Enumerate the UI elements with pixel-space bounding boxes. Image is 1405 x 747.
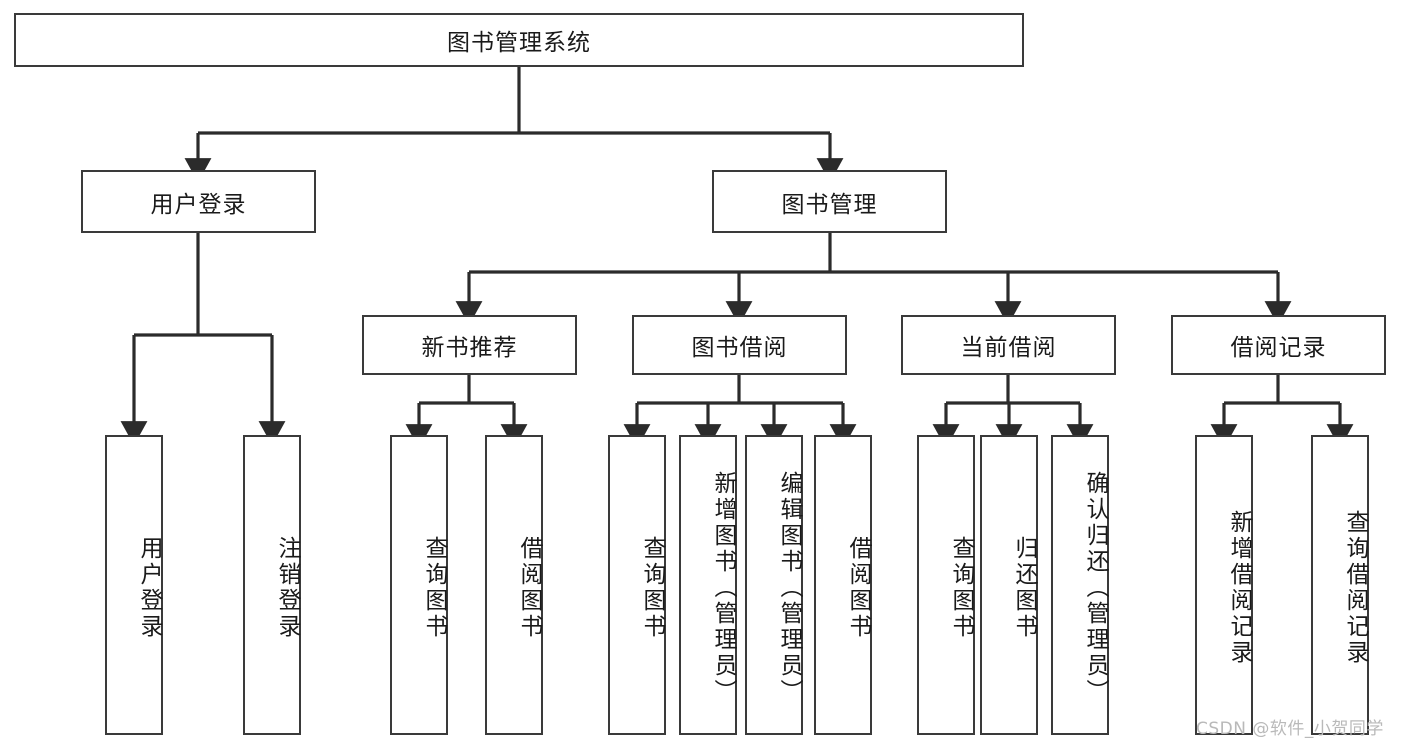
node-leaf-add-record[interactable]: 新增借阅记录 <box>1195 435 1253 735</box>
node-leaf-user-login-label: 用户登录 <box>136 536 162 640</box>
node-leaf-query-book-3-label: 查询图书 <box>948 536 974 640</box>
node-root[interactable]: 图书管理系统 <box>14 13 1024 67</box>
node-new-book-rec[interactable]: 新书推荐 <box>362 315 577 375</box>
node-book-borrow-label: 图书借阅 <box>691 335 788 361</box>
node-borrow-record[interactable]: 借阅记录 <box>1171 315 1386 375</box>
node-leaf-confirm-return-label: 确认归还（管理员） <box>1082 471 1108 705</box>
node-current-borrow[interactable]: 当前借阅 <box>901 315 1116 375</box>
node-leaf-logout-label: 注销登录 <box>274 536 300 640</box>
node-new-book-rec-label: 新书推荐 <box>421 335 518 361</box>
csdn-watermark: CSDN @软件_小贺同学 <box>1196 719 1384 739</box>
node-leaf-return-book-label: 归还图书 <box>1011 536 1037 640</box>
node-leaf-query-book-1[interactable]: 查询图书 <box>390 435 448 735</box>
node-leaf-user-login[interactable]: 用户登录 <box>105 435 163 735</box>
node-user-login[interactable]: 用户登录 <box>81 170 316 233</box>
node-root-label: 图书管理系统 <box>447 30 591 56</box>
node-leaf-query-record-label: 查询借阅记录 <box>1342 510 1368 666</box>
node-leaf-borrow-book-1-label: 借阅图书 <box>516 536 542 640</box>
node-book-manage-label: 图书管理 <box>781 191 878 218</box>
node-leaf-borrow-book-2[interactable]: 借阅图书 <box>814 435 872 735</box>
node-leaf-edit-book[interactable]: 编辑图书（管理员） <box>745 435 803 735</box>
node-leaf-query-book-2-label: 查询图书 <box>639 536 665 640</box>
node-leaf-borrow-book-2-label: 借阅图书 <box>845 536 871 640</box>
node-leaf-query-book-3[interactable]: 查询图书 <box>917 435 975 735</box>
node-leaf-add-book[interactable]: 新增图书（管理员） <box>679 435 737 735</box>
node-leaf-query-book-1-label: 查询图书 <box>421 536 447 640</box>
node-borrow-record-label: 借阅记录 <box>1230 335 1327 361</box>
node-leaf-add-book-label: 新增图书（管理员） <box>710 471 736 705</box>
node-leaf-query-book-2[interactable]: 查询图书 <box>608 435 666 735</box>
node-leaf-return-book[interactable]: 归还图书 <box>980 435 1038 735</box>
node-leaf-confirm-return[interactable]: 确认归还（管理员） <box>1051 435 1109 735</box>
node-book-manage[interactable]: 图书管理 <box>712 170 947 233</box>
node-user-login-label: 用户登录 <box>150 191 247 218</box>
node-book-borrow[interactable]: 图书借阅 <box>632 315 847 375</box>
node-leaf-add-record-label: 新增借阅记录 <box>1226 510 1252 666</box>
node-leaf-borrow-book-1[interactable]: 借阅图书 <box>485 435 543 735</box>
node-leaf-query-record[interactable]: 查询借阅记录 <box>1311 435 1369 735</box>
node-current-borrow-label: 当前借阅 <box>960 335 1057 361</box>
node-leaf-edit-book-label: 编辑图书（管理员） <box>776 471 802 705</box>
node-leaf-logout[interactable]: 注销登录 <box>243 435 301 735</box>
